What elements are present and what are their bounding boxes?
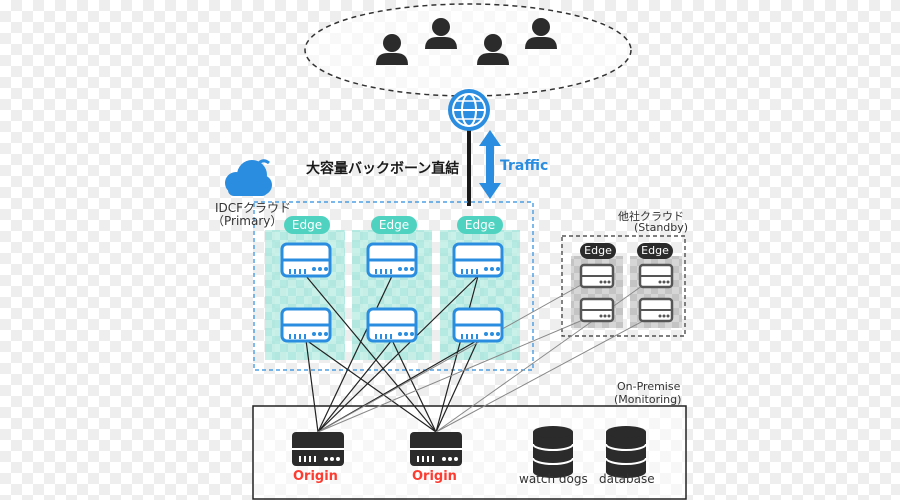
standby-connection-lines xyxy=(317,275,657,433)
traffic-label: Traffic xyxy=(500,158,549,174)
edge-server-icon xyxy=(366,307,418,343)
globe-icon xyxy=(448,89,490,131)
standby-edge-label: Edge xyxy=(637,243,673,259)
edge-label: Edge xyxy=(457,216,503,234)
edge-server-icon xyxy=(452,307,504,343)
database-icon xyxy=(605,425,647,479)
onprem-name: On-Premise xyxy=(617,380,681,393)
edge-server-icon xyxy=(280,307,332,343)
origin-label: Origin xyxy=(412,469,457,484)
edge-server-icon xyxy=(280,242,332,278)
standby-server-icon xyxy=(579,297,615,323)
standby-name: 他社クラウド xyxy=(618,210,684,223)
cloud-logo xyxy=(225,159,272,196)
watchdogs-db-icon xyxy=(532,425,574,479)
standby-server-icon xyxy=(638,263,674,289)
standby-sub: (Standby) xyxy=(634,221,689,234)
edge-label: Edge xyxy=(371,216,417,234)
backbone-label: 大容量バックボーン直結 xyxy=(306,161,460,177)
onprem-sub: (Monitoring) xyxy=(614,393,682,406)
edge-server-icon xyxy=(452,242,504,278)
users-group-outline xyxy=(304,3,632,97)
standby-cloud-box xyxy=(561,235,686,337)
database-label: database xyxy=(599,472,655,486)
standby-server-icon xyxy=(579,263,615,289)
origin-label: Origin xyxy=(293,469,338,484)
standby-server-icon xyxy=(638,297,674,323)
connection-lines xyxy=(305,275,479,433)
edge-label: Edge xyxy=(284,216,330,234)
origin-server-icon xyxy=(291,431,345,467)
traffic-arrow xyxy=(479,130,501,199)
primary-sub: （Primary） xyxy=(212,214,283,228)
primary-name: IDCFクラウド xyxy=(215,201,292,215)
origin-server-icon xyxy=(409,431,463,467)
standby-edge-label: Edge xyxy=(580,243,616,259)
edge-server-icon xyxy=(366,242,418,278)
watchdogs-label: watch dogs xyxy=(519,472,588,486)
